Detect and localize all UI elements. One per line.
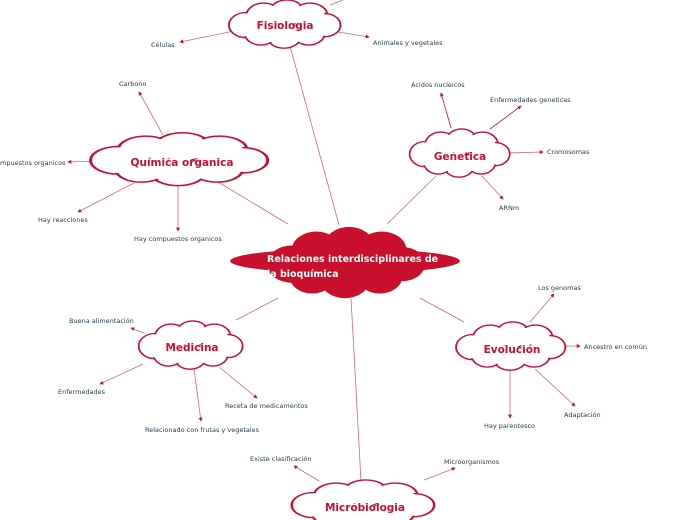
link-genetica (386, 175, 437, 225)
topic-evolucion[interactable]: Evolución (455, 320, 567, 372)
topic-microbiologia[interactable]: Microbiologia (290, 478, 436, 520)
leaf-hay-reacciones[interactable]: Hay reacciones (38, 216, 88, 224)
link-microbiologia (350, 297, 362, 482)
link-enfermedades-geneticas (489, 105, 522, 130)
leaf-hay-compuestos-organicos[interactable]: Hay compuestos organicos (134, 235, 222, 243)
topic-genetica[interactable]: Genetica (408, 128, 511, 179)
leaf-compuestos-organicos[interactable]: mpuestos organicos (0, 159, 66, 167)
leaf-existe-clasificacion[interactable]: Existe clasificación (250, 455, 311, 463)
leaf-hay-parentesco[interactable]: Hay parentesco (484, 422, 535, 430)
leaf-labels: Células Animales y vegetales Carbono mpu… (0, 39, 647, 466)
topic-label-fisiologia: Fisiologia (257, 20, 314, 32)
central-links (217, 45, 465, 482)
leaf-celulas[interactable]: Células (151, 41, 175, 49)
leaf-carbono[interactable]: Carbono (119, 80, 146, 88)
leaf-ancestro-comun[interactable]: Ancestro en común (584, 343, 647, 351)
leaf-adaptacion[interactable]: Adaptación (564, 411, 601, 419)
link-frutas (193, 368, 203, 422)
link-medicina (235, 297, 279, 321)
link-clasificacion (293, 465, 320, 482)
topic-label-genetica: Genetica (434, 151, 486, 163)
central-node[interactable] (230, 226, 460, 299)
topic-quimica-organica[interactable]: Química organica (89, 131, 270, 188)
link-genomas (529, 293, 555, 323)
link-fisiologia (289, 45, 340, 226)
leaf-buena-alimentacion[interactable]: Buena alimentación (69, 317, 134, 325)
leaf-receta-medicamentos[interactable]: Receta de medicamentos (225, 402, 308, 410)
leaf-enfermedades[interactable]: Enfermedades (58, 388, 106, 396)
link-enfermedades (99, 363, 144, 385)
topic-medicina[interactable]: Medicina (137, 320, 244, 371)
link-celulas (179, 30, 235, 44)
link-cromosomas (504, 150, 544, 155)
leaf-microorganismos[interactable]: Microorganismos (444, 458, 500, 466)
link-evolucion (419, 297, 465, 323)
topic-label-microbiologia: Microbiologia (325, 502, 405, 514)
topic-label-evolucion: Evolución (484, 344, 541, 356)
leaf-frutas-vegetales[interactable]: Relacionado con frutas y vegetales (145, 426, 260, 434)
topic-fisiologia[interactable]: Fisiologia (227, 0, 342, 50)
leaf-arnm[interactable]: ARNm (499, 204, 519, 212)
link-arnm (481, 175, 504, 200)
central-title-line2: la bioquímica (267, 269, 339, 280)
leaf-los-genomas[interactable]: Los genomas (538, 284, 581, 292)
link-quimica (217, 181, 289, 225)
link-adaptacion (534, 368, 576, 407)
leaf-animales-vegetales[interactable]: Animales y vegetales (373, 39, 443, 47)
leaf-acidos-nucleicos[interactable]: Ácidos nucleicos (411, 80, 465, 89)
topic-label-quimica: Química organica (131, 157, 234, 169)
link-receta (218, 366, 258, 399)
link-alimentacion (130, 327, 145, 334)
leaf-cromosomas[interactable]: Cromosomas (547, 148, 590, 156)
topic-label-medicina: Medicina (165, 342, 218, 354)
link-microorganismos (423, 467, 456, 481)
link-fisiologia-extra (329, 0, 344, 6)
leaf-enfermedades-geneticas[interactable]: Enfermedades geneticas (490, 96, 571, 104)
link-reacciones (77, 182, 135, 213)
central-title-line1: Relaciones interdisciplinares de (267, 254, 438, 265)
link-carbono (138, 91, 164, 136)
link-acidos (439, 92, 452, 129)
